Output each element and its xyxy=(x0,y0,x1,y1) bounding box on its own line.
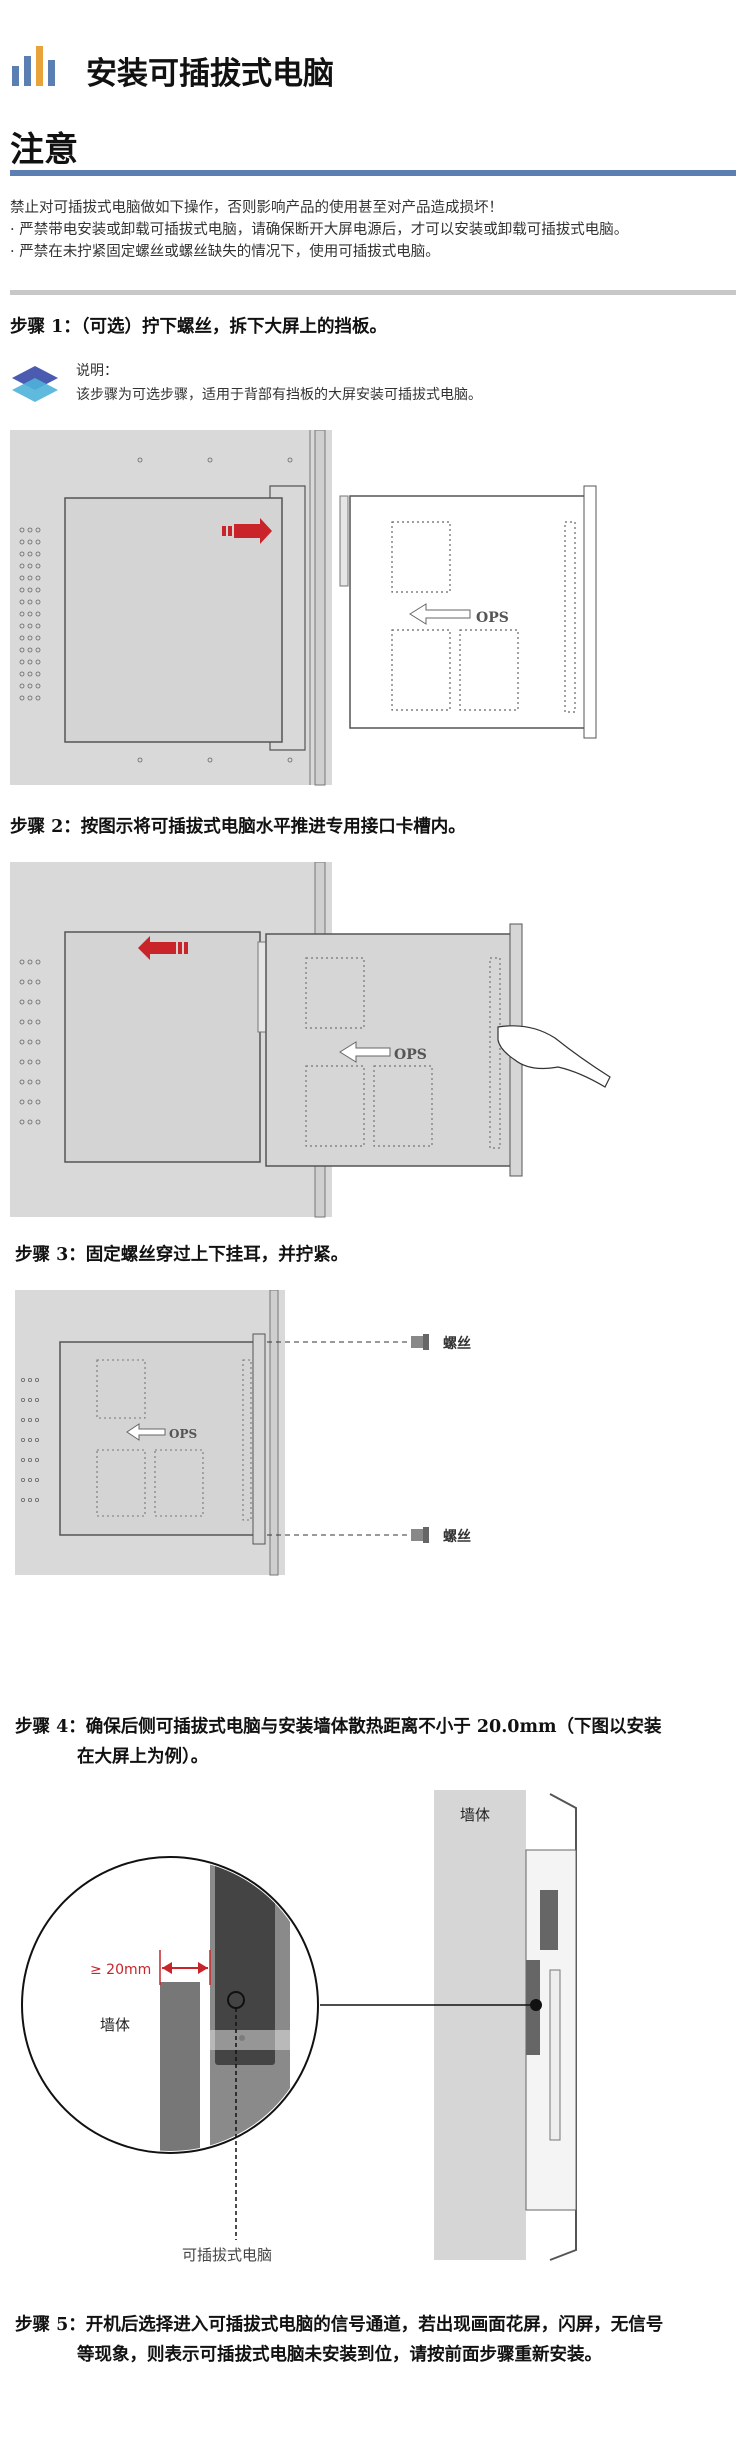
step4-title-line2: 在大屏上为例）。 xyxy=(77,1747,209,1767)
notice-line: · 严禁在未拧紧固定螺丝或螺丝缺失的情况下，使用可插拔式电脑。 xyxy=(10,244,440,260)
ops-label: OPS xyxy=(169,1427,197,1441)
notice-text: 禁止对可插拔式电脑做如下操作，否则影响产品的使用甚至对产品造成损坏！ · 严禁带… xyxy=(10,197,628,263)
notice-line: 禁止对可插拔式电脑做如下操作，否则影响产品的使用甚至对产品造成损坏！ xyxy=(10,200,503,216)
step3-title: 步骤 3：固定螺丝穿过上下挂耳，并拧紧。 xyxy=(15,1245,349,1265)
bar-chart-logo-icon xyxy=(12,46,55,86)
distance-label: ≥ 20mm xyxy=(90,1962,151,1978)
hand-icon xyxy=(497,1025,611,1088)
screw-label: 螺丝 xyxy=(443,1335,471,1352)
arrow-right-icon xyxy=(222,518,272,544)
wall-label-circle: 墙体 xyxy=(100,2016,130,2034)
ops-label: OPS xyxy=(394,1047,427,1063)
notice-heading: 注意 xyxy=(10,130,78,170)
step2-title: 步骤 2：按图示将可插拔式电脑水平推进专用接口卡槽内。 xyxy=(10,817,466,837)
note-label: 说明： xyxy=(76,363,118,379)
heading-divider xyxy=(10,170,736,176)
wall-label: 墙体 xyxy=(460,1806,490,1824)
screw-label: 螺丝 xyxy=(443,1528,471,1545)
step1-title: 步骤 1：（可选）拧下螺丝，拆下大屏上的挡板。 xyxy=(10,317,388,337)
step4-diagram: 墙体 ≥ 20mm 墙体 可插拔式电脑 xyxy=(21,1790,577,2264)
note-text: 该步骤为可选步骤，适用于背部有挡板的大屏安装可插拔式电脑。 xyxy=(76,387,482,403)
page-title: 安装可插拔式电脑 xyxy=(86,56,334,92)
step1-diagram: OPS xyxy=(10,430,597,786)
notice-line: · 严禁带电安装或卸载可插拔式电脑，请确保断开大屏电源后，才可以安装或卸载可插拔… xyxy=(10,222,629,238)
step2-diagram: OPS xyxy=(10,862,611,1218)
step4-title-line1: 步骤 4：确保后侧可插拔式电脑与安装墙体散热距离不小于 20.0mm（下图以安装 xyxy=(15,1717,662,1737)
step5-title-line1: 步骤 5：开机后选择进入可插拔式电脑的信号通道，若出现画面花屏，闪屏，无信号 xyxy=(15,2315,664,2335)
screw-icon xyxy=(411,1334,429,1350)
ops-label: OPS xyxy=(476,610,509,626)
layers-note-icon xyxy=(12,366,58,402)
arrow-left-icon xyxy=(138,936,188,960)
section-divider xyxy=(10,290,736,295)
step5-title-line2: 等现象，则表示可插拔式电脑未安装到位，请按前面步骤重新安装。 xyxy=(77,2345,602,2365)
step4-title: 步骤 4：确保后侧可插拔式电脑与安装墙体散热距离不小于 20.0mm（下图以安装… xyxy=(15,1712,662,1772)
step5-title: 步骤 5：开机后选择进入可插拔式电脑的信号通道，若出现画面花屏，闪屏，无信号 等… xyxy=(15,2310,663,2370)
step3-diagram: OPS 螺丝 螺丝 xyxy=(15,1290,471,1576)
pc-label: 可插拔式电脑 xyxy=(182,2246,272,2264)
screw-icon xyxy=(411,1527,429,1543)
